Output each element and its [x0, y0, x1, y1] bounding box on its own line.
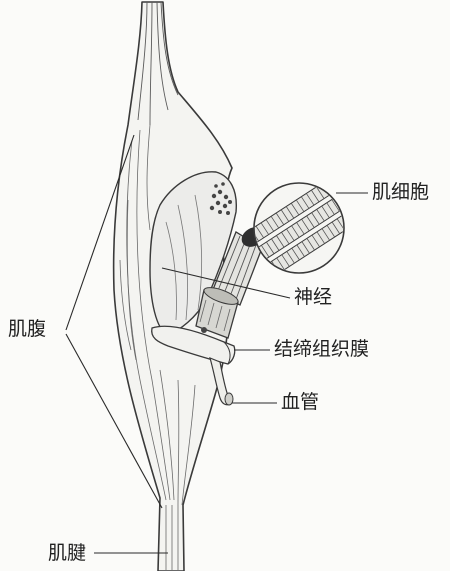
label-tendon: 肌腱	[48, 542, 86, 564]
label-nerve: 神经	[294, 286, 332, 308]
label-muscle-belly: 肌腹	[8, 318, 46, 340]
label-blood-vessel: 血管	[281, 391, 319, 413]
label-muscle-cell: 肌细胞	[372, 181, 429, 203]
label-connective-tissue-membrane: 结缔组织膜	[274, 338, 369, 360]
